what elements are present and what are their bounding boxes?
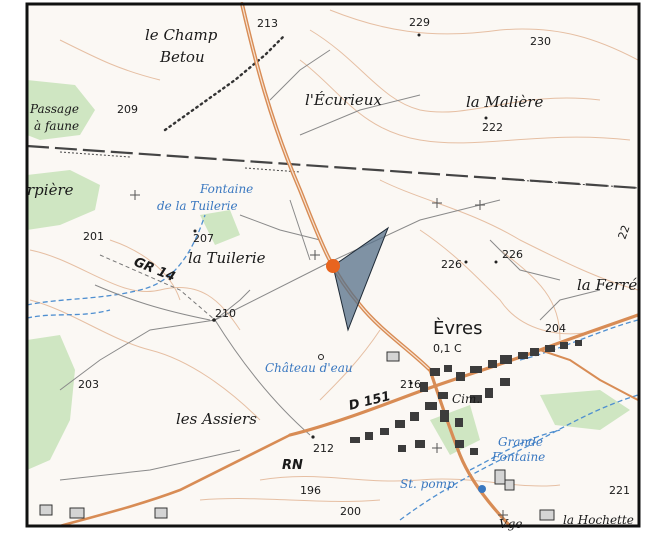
- elev-201: 201: [83, 230, 104, 243]
- streams: [26, 214, 639, 521]
- cross-marks: [130, 190, 508, 520]
- label-vge: Vge: [499, 517, 522, 531]
- label-ecurieux: l'Écurieux: [305, 91, 382, 109]
- label-chateau: Château d'eau: [265, 361, 353, 375]
- contour-lines: [29, 9, 639, 502]
- label-assiers: les Assiers: [176, 410, 257, 428]
- gr14-route: [99, 254, 216, 321]
- elev-222: 222: [482, 121, 503, 134]
- elev-213: 213: [257, 17, 278, 30]
- label-fontaine-1: Fontaine: [199, 182, 253, 196]
- label-champ-1: le Champ: [145, 26, 218, 44]
- label-cim: Cim.: [452, 392, 480, 406]
- label-evres: Èvres: [433, 317, 482, 339]
- label-grande-1: Grande: [498, 435, 543, 449]
- label-champ-2: Betou: [159, 48, 205, 66]
- elev-221: 221: [609, 484, 630, 497]
- village-buildings: [350, 340, 582, 455]
- elev-200: 200: [340, 505, 361, 518]
- label-hochette: la Hochette: [563, 513, 634, 527]
- elev-22: 22: [616, 223, 633, 241]
- elev-204: 204: [545, 322, 566, 335]
- camera-view-cone-icon: [332, 226, 390, 332]
- map-border: [25, 2, 641, 528]
- elev-210: 210: [215, 307, 236, 320]
- outline-buildings: [39, 351, 555, 521]
- elev-212: 212: [313, 442, 334, 455]
- elev-207: 207: [193, 232, 214, 245]
- boundary-dotted: [163, 33, 287, 132]
- spot-heights: [193, 33, 498, 439]
- elev-216: 216: [400, 378, 421, 391]
- elev-230: 230: [530, 35, 551, 48]
- elev-229: 229: [409, 16, 430, 29]
- label-evres-info: 0,1 C: [433, 342, 462, 355]
- label-ferre: la Ferré: [577, 276, 637, 294]
- label-passage-1: Passage: [29, 102, 79, 116]
- label-stpomp: St. pomp.: [400, 477, 458, 491]
- label-tuilerie: la Tuilerie: [188, 249, 266, 267]
- label-carpiere: rpière: [27, 181, 74, 199]
- label-rn: RN: [282, 458, 303, 473]
- location-dot-icon[interactable]: [326, 259, 340, 273]
- label-grande-2: Fontaine: [491, 450, 545, 464]
- elev-209: 209: [117, 103, 138, 116]
- label-maliere: la Malière: [466, 93, 543, 111]
- elev-203: 203: [78, 378, 99, 391]
- elev-226b: 226: [502, 248, 523, 261]
- elev-226a: 226: [441, 258, 462, 271]
- label-fontaine-2: de la Tuilerie: [157, 199, 238, 213]
- elev-196: 196: [300, 484, 321, 497]
- water-points: [478, 485, 486, 493]
- label-passage-2: à faune: [34, 119, 79, 133]
- tracks: [59, 49, 601, 481]
